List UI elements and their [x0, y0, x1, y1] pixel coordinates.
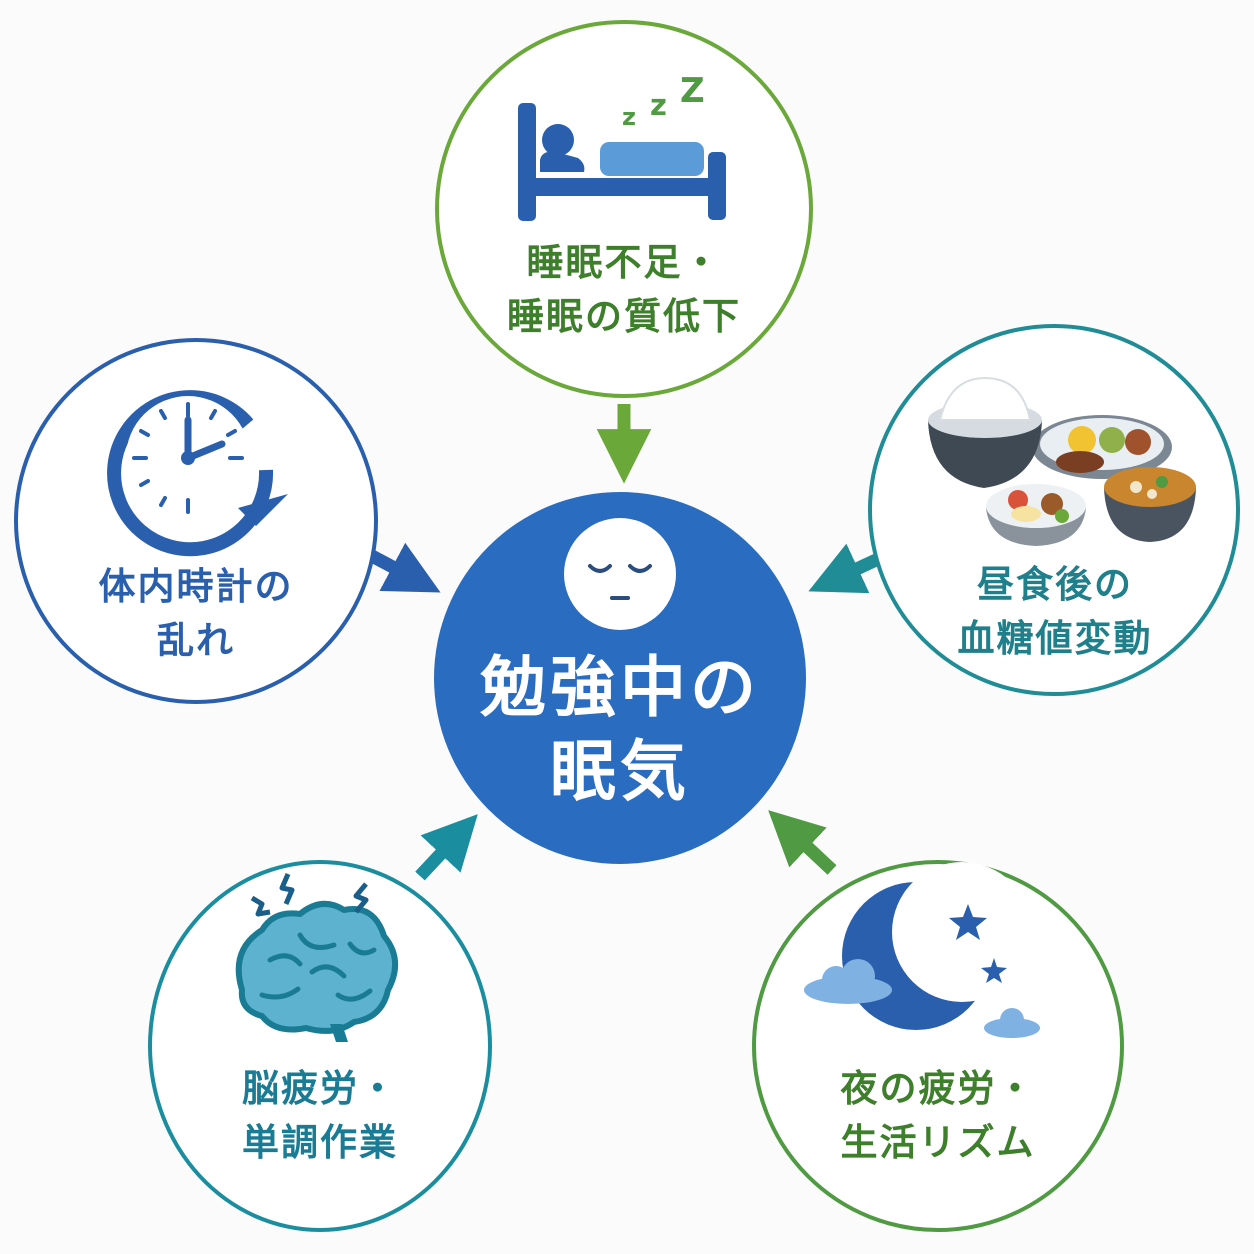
arrow-clock — [368, 542, 441, 593]
label-brain-line2: 単調作業 — [242, 1121, 398, 1164]
label-lunch: 昼食後の 血糖値変動 — [888, 558, 1222, 666]
meal-icon — [928, 376, 1196, 546]
label-night: 夜の疲労・ 生活リズム — [760, 1062, 1116, 1170]
brain-icon — [235, 873, 398, 1042]
z-large: Z — [680, 71, 705, 111]
label-clock-line2: 乱れ — [157, 619, 235, 662]
label-lunch-line1: 昼食後の — [977, 563, 1133, 606]
arrow-night — [768, 810, 837, 875]
label-brain-line1: 脳疲労・ — [242, 1067, 398, 1110]
clock-icon — [107, 390, 288, 557]
factor-circle-brain — [148, 860, 492, 1232]
arrow-lunch — [808, 543, 879, 594]
center-title-line1: 勉強中の — [480, 649, 760, 726]
label-lunch-line2: 血糖値変動 — [957, 617, 1153, 660]
label-night-line2: 生活リズム — [840, 1121, 1036, 1164]
label-sleep-line2: 睡眠の質低下 — [507, 295, 741, 338]
center-title: 勉強中の 眠気 — [435, 646, 805, 814]
label-sleep: 睡眠不足・ 睡眠の質低下 — [436, 236, 812, 344]
label-clock-line1: 体内時計の — [98, 565, 294, 608]
label-night-line1: 夜の疲労・ — [840, 1067, 1036, 1110]
label-sleep-line1: 睡眠不足・ — [526, 241, 722, 284]
moon-icon — [804, 862, 1040, 1038]
bed-icon: z z Z — [518, 71, 726, 221]
label-clock: 体内時計の 乱れ — [26, 560, 366, 668]
z-medium: z — [650, 88, 667, 122]
sleepy-face-icon — [564, 518, 676, 630]
arrow-brain — [415, 814, 478, 881]
factor-circle-sleep — [435, 20, 813, 398]
center-title-line2: 眠気 — [550, 733, 690, 810]
label-brain: 脳疲労・ 単調作業 — [156, 1062, 484, 1170]
z-small: z — [622, 103, 636, 131]
